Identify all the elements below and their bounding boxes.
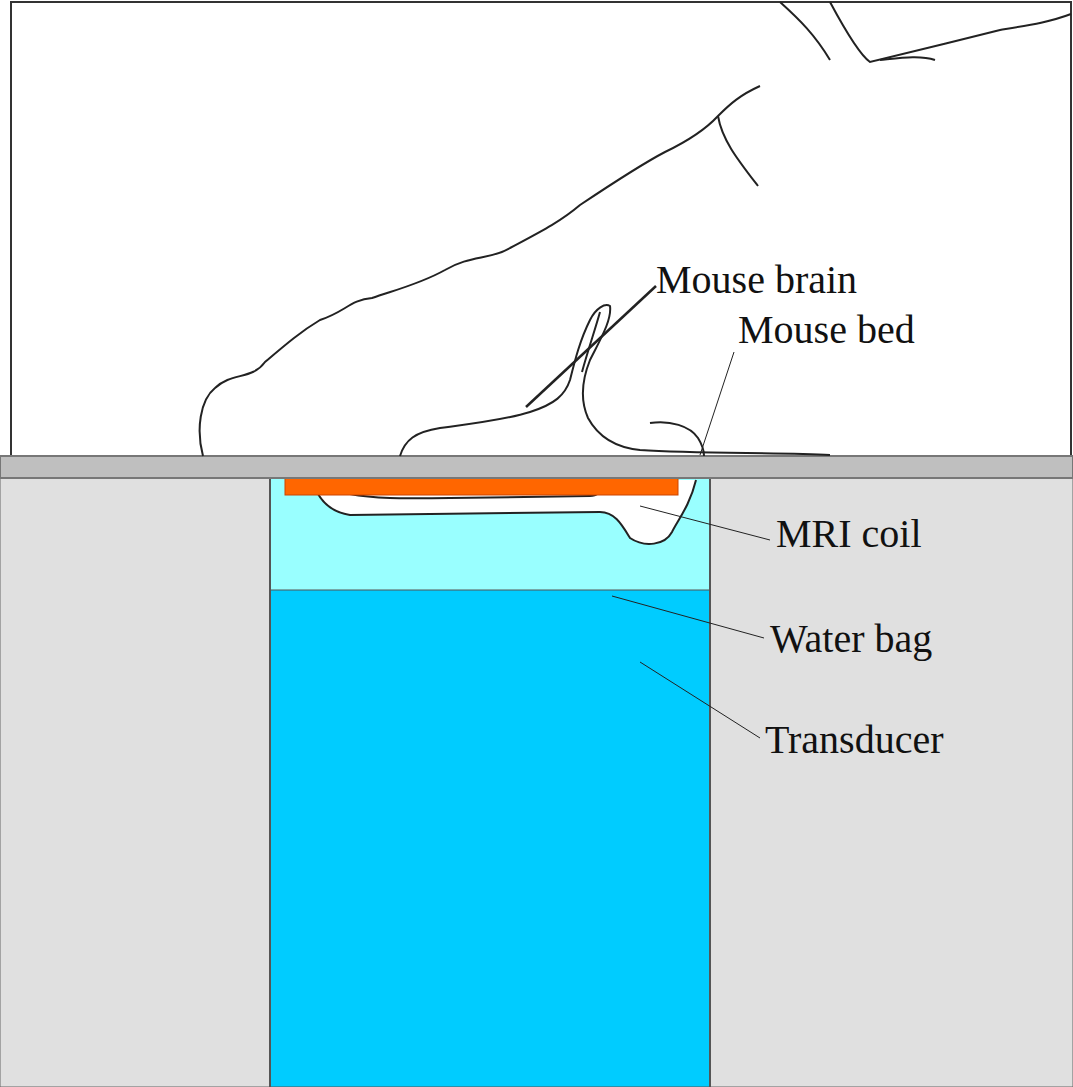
housing-edge <box>709 478 711 1087</box>
part-label: Transducer <box>765 718 944 762</box>
leader-line <box>640 506 770 540</box>
mouse-bed <box>0 456 1073 478</box>
leader-lines <box>526 286 770 738</box>
housing-edge <box>269 478 271 1087</box>
mri-coil <box>285 478 678 495</box>
leader-line <box>612 596 764 638</box>
part-label: Water bag <box>770 617 932 661</box>
leader-line <box>700 352 734 455</box>
part-label: Mouse brain <box>656 258 857 302</box>
part-label: Mouse bed <box>738 308 915 352</box>
mouse-area <box>11 2 1071 457</box>
housing-right <box>710 478 1073 1087</box>
part-label: MRI coil <box>776 512 922 556</box>
mouse-outline <box>200 2 1071 456</box>
housing-left <box>0 478 270 1087</box>
water-bag <box>270 478 710 590</box>
leader-line <box>526 286 656 407</box>
leader-line <box>640 662 760 738</box>
